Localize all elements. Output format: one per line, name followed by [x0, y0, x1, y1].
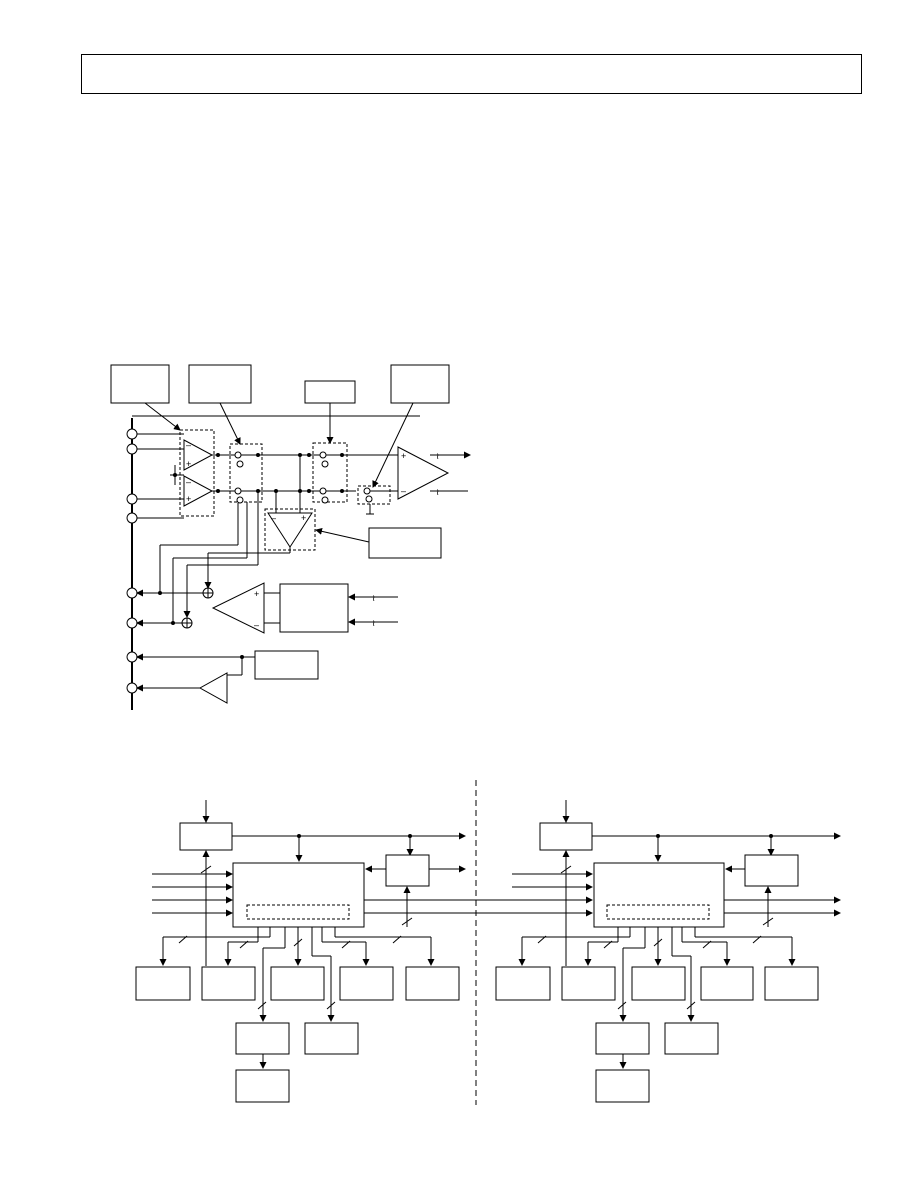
right-out-block-8 — [595, 1069, 650, 1103]
sign-minus-1: – — [186, 440, 191, 450]
right-out-block-4 — [700, 966, 754, 1001]
right-out-block-5 — [764, 966, 819, 1001]
pin-3 — [126, 493, 138, 505]
sign-plus-2: + — [186, 494, 191, 504]
break-mark-2: ≀ — [436, 487, 439, 497]
left-out-block-6 — [235, 1022, 290, 1055]
header-bar — [81, 54, 862, 94]
feedback-amp — [267, 512, 313, 548]
reference-buffer — [198, 672, 228, 704]
left-side-block — [385, 854, 430, 887]
break-mark-4: ≀ — [372, 618, 375, 628]
pin-7 — [126, 651, 138, 663]
right-out-block-2 — [561, 966, 616, 1001]
left-out-block-2 — [201, 966, 256, 1001]
sign-minus-2: – — [186, 477, 191, 487]
right-out-block-7 — [664, 1022, 719, 1055]
analog-schematic: – + – + — [110, 364, 471, 710]
break-mark-1: ≀ — [436, 451, 439, 461]
sign-plus-3: + — [401, 451, 406, 461]
system-diagram-left — [135, 800, 593, 1103]
label-box-4 — [390, 364, 450, 404]
pin-5 — [126, 587, 138, 599]
input-amp-bottom — [183, 475, 214, 507]
switch-group-1 — [229, 443, 263, 503]
sign-minus-3: – — [401, 486, 406, 496]
sign-minus-4: – — [271, 513, 276, 523]
label-box-1 — [110, 364, 170, 404]
pin-2 — [126, 443, 138, 455]
sign-plus-1: + — [186, 459, 191, 469]
system-diagram-right — [495, 800, 841, 1103]
switch-group-2 — [312, 442, 348, 503]
switch-group-3 — [357, 485, 391, 505]
pin-1 — [126, 428, 138, 440]
input-amp-top — [183, 439, 214, 471]
sign-plus-4: + — [301, 513, 306, 523]
right-top-block — [539, 822, 593, 851]
pin-4 — [126, 512, 138, 524]
right-main-block — [593, 862, 725, 928]
right-side-block — [744, 854, 799, 887]
dac-block — [279, 583, 349, 633]
left-main-block — [232, 862, 365, 928]
label-box-3 — [304, 380, 356, 404]
left-out-block-8 — [235, 1069, 290, 1103]
left-inner-register — [246, 904, 350, 920]
break-mark-3: ≀ — [372, 593, 375, 603]
left-out-block-5 — [405, 966, 460, 1001]
dac-amp — [211, 582, 265, 634]
left-out-block-3 — [270, 966, 325, 1001]
sign-minus-5: – — [254, 620, 259, 630]
input-amp-group — [179, 429, 215, 517]
pin-8 — [126, 682, 138, 694]
pin-6 — [126, 617, 138, 629]
left-top-block — [179, 822, 233, 851]
right-out-block-1 — [495, 966, 551, 1001]
sign-plus-5: + — [254, 589, 259, 599]
left-out-block-4 — [339, 966, 394, 1001]
output-amp — [397, 446, 450, 500]
left-out-block-1 — [135, 966, 191, 1001]
label-box-2 — [188, 364, 252, 404]
label-box-5 — [368, 527, 442, 559]
left-out-block-7 — [304, 1022, 359, 1055]
right-out-block-6 — [595, 1022, 650, 1055]
reference-block — [254, 650, 319, 680]
right-inner-register — [606, 904, 710, 920]
right-out-block-3 — [631, 966, 686, 1001]
